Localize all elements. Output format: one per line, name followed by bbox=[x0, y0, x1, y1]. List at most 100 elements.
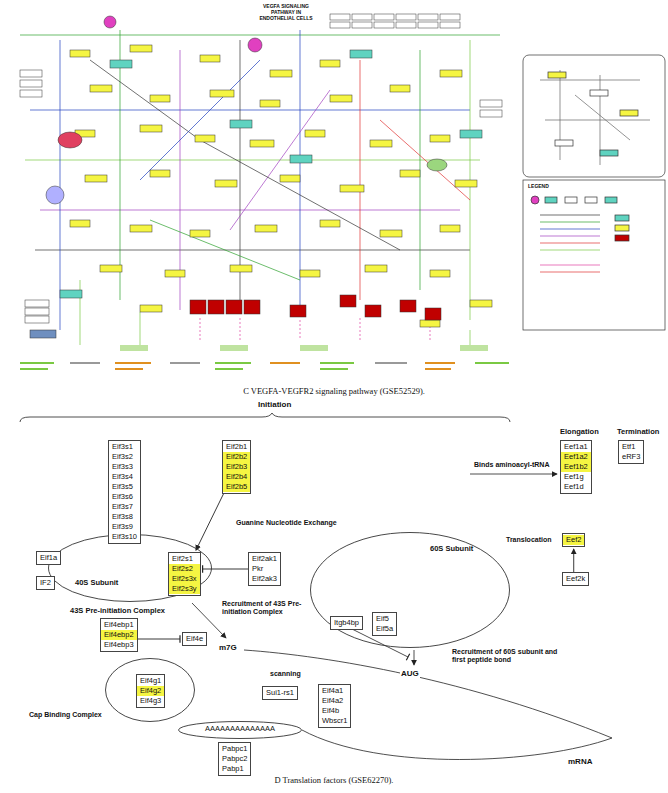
regulation-arrow bbox=[203, 569, 248, 570]
inset-panels bbox=[540, 243, 600, 244]
gene-boxes bbox=[455, 180, 477, 187]
complex-boxes bbox=[30, 330, 56, 338]
plain-boxes bbox=[396, 14, 416, 20]
gene-name: Eif3s6 bbox=[109, 492, 140, 502]
stage-heading: Elongation bbox=[560, 427, 599, 436]
translation-wires bbox=[244, 650, 612, 738]
subunit-label: 43S Pre-initiation Complex bbox=[70, 606, 165, 616]
gene-name: Eif3s9 bbox=[109, 522, 140, 532]
factor-box: Eif5Eif5a bbox=[372, 612, 397, 636]
gene-boxes bbox=[260, 100, 280, 107]
inset-panels bbox=[531, 196, 539, 204]
gene-name: Pkr bbox=[249, 564, 280, 574]
inset-panels bbox=[540, 250, 600, 251]
gene-boxes bbox=[150, 95, 170, 102]
gene-name: Eef1d bbox=[561, 482, 591, 492]
plain-boxes bbox=[440, 22, 460, 28]
gene-boxes bbox=[430, 135, 450, 142]
inset-panels bbox=[615, 215, 629, 221]
subunit-label: Cap Binding Complex bbox=[29, 710, 102, 720]
gene-name: Pabpc1 bbox=[219, 744, 250, 754]
outcome-boxes bbox=[244, 300, 260, 314]
gene-name: Eef1a2 bbox=[561, 452, 591, 462]
process-marks bbox=[215, 362, 251, 364]
legend-heading: LEGEND bbox=[528, 183, 549, 189]
inset-panels bbox=[540, 215, 600, 216]
gene-name: IF2 bbox=[37, 578, 54, 588]
outcome-boxes bbox=[208, 300, 224, 314]
factor-box: Etf1eRF3 bbox=[618, 440, 644, 464]
gene-boxes bbox=[130, 225, 152, 232]
plain-boxes bbox=[352, 22, 372, 28]
gene-boxes bbox=[85, 175, 107, 182]
gene-name: Eif3s3 bbox=[109, 462, 140, 472]
inset-panels bbox=[545, 197, 557, 203]
gene-name: Eif3s1 bbox=[109, 442, 140, 452]
gene-boxes bbox=[70, 220, 90, 227]
pathway-wires bbox=[20, 35, 500, 36]
gene-boxes bbox=[150, 170, 170, 177]
pathway-wires bbox=[140, 60, 260, 180]
pathway-wires bbox=[60, 40, 61, 330]
plain-boxes bbox=[25, 308, 49, 315]
gene-name: Eif2b2 bbox=[223, 452, 250, 462]
plain-boxes bbox=[440, 14, 460, 20]
process-marks bbox=[20, 345, 509, 370]
outcome-boxes bbox=[190, 295, 441, 320]
stage-heading: Initiation bbox=[258, 400, 291, 410]
translation-wires bbox=[414, 650, 415, 665]
gene-name: Eif4ebp1 bbox=[101, 620, 137, 630]
inset-panels bbox=[523, 55, 665, 330]
plain-boxes bbox=[20, 14, 502, 323]
gene-name: Eif2s1 bbox=[169, 554, 200, 564]
gene-name: Eef2 bbox=[563, 535, 584, 545]
gene-name: Eif4e bbox=[183, 634, 206, 644]
gene-name: Pabp1 bbox=[219, 764, 250, 774]
factor-box: IF2 bbox=[36, 576, 55, 590]
pathway-wires bbox=[30, 110, 470, 111]
translation-wires bbox=[302, 730, 612, 760]
inset-panels bbox=[585, 197, 597, 203]
complex-boxes bbox=[290, 155, 312, 163]
inset-panels bbox=[615, 235, 629, 241]
subunit-label: 40S Subunit bbox=[75, 578, 118, 588]
gene-boxes bbox=[330, 95, 352, 102]
factor-box: Eef2 bbox=[562, 533, 585, 547]
subunit-ellipse: AAAAAAAAAAAAAA bbox=[178, 721, 302, 739]
subunit-ellipse: 60S Subunit bbox=[310, 532, 510, 648]
inset-panels bbox=[523, 180, 665, 330]
gene-name: Eif2s2 bbox=[169, 564, 200, 574]
process-marks bbox=[300, 345, 328, 351]
gene-name: Eif3s5 bbox=[109, 482, 140, 492]
molecule-shapes bbox=[248, 38, 262, 52]
plain-boxes bbox=[418, 22, 438, 28]
process-marks bbox=[460, 345, 488, 351]
mrna-mark: AUG bbox=[400, 669, 420, 679]
gene-boxes bbox=[340, 185, 364, 192]
gene-boxes bbox=[250, 140, 274, 147]
gene-name: Eef1g bbox=[561, 472, 591, 482]
translation-wires bbox=[20, 413, 612, 760]
factor-box: Eif4a1Eif4a2Eif4bWbscr1 bbox=[318, 684, 351, 728]
gene-boxes bbox=[440, 225, 460, 232]
inset-panels bbox=[555, 140, 573, 146]
inset-panels bbox=[615, 225, 629, 231]
gene-name: Eif4g2 bbox=[137, 686, 164, 696]
pathway-wires bbox=[35, 250, 470, 251]
pathway-wires bbox=[25, 160, 480, 161]
plain-boxes bbox=[25, 300, 49, 307]
gene-boxes bbox=[210, 90, 234, 97]
translation-wires bbox=[20, 413, 510, 422]
molecule-shapes bbox=[46, 16, 447, 204]
outcome-boxes bbox=[290, 305, 306, 317]
gene-name: Eif4b bbox=[319, 706, 350, 716]
gene-name: Eif4ebp3 bbox=[101, 640, 137, 650]
complex-boxes bbox=[60, 290, 82, 298]
gene-boxes bbox=[200, 55, 220, 62]
ellipse-outline bbox=[179, 722, 302, 739]
inset-panels bbox=[548, 72, 566, 78]
plain-boxes bbox=[20, 80, 42, 87]
plain-boxes bbox=[480, 110, 502, 117]
gene-boxes bbox=[400, 170, 420, 177]
